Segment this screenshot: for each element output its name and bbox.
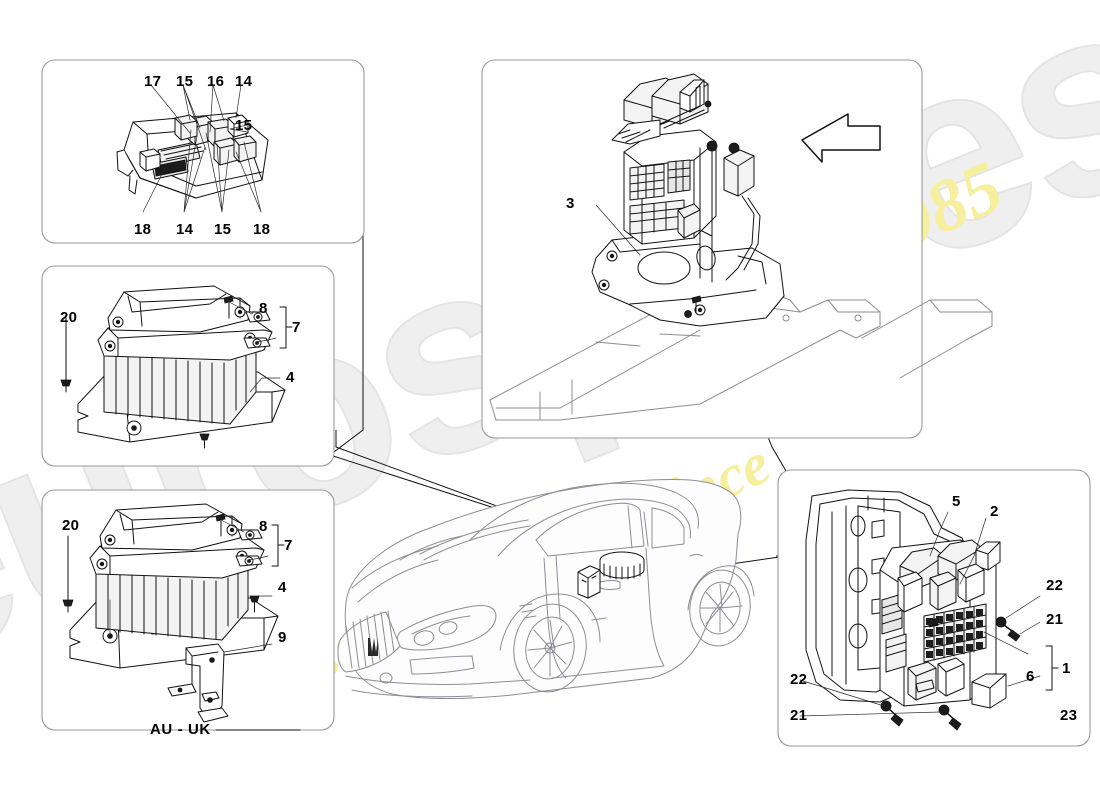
dashboard-fusebox-assembly [879, 539, 1007, 709]
screw-23 [938, 704, 962, 731]
dashboard-fusebox-panel [777, 469, 1091, 747]
callout-8-std: 8 [259, 300, 268, 317]
door-fusebox-marker [577, 565, 601, 599]
engine-fuse-block [611, 100, 761, 318]
callout-15-bottom: 15 [214, 221, 232, 238]
callout-22-upper: 22 [1046, 577, 1064, 594]
callout-4-std: 4 [286, 369, 295, 386]
callout-6: 6 [1026, 668, 1035, 685]
direction-arrow [801, 113, 881, 163]
callout-3: 3 [566, 195, 575, 212]
callout-2: 2 [990, 503, 999, 520]
fusebox-bracket-3 [591, 229, 785, 327]
bracket-7-std [279, 306, 293, 349]
callout-14-top: 14 [235, 73, 253, 90]
bracket-9-part [167, 643, 229, 723]
ecu-module-illustration-standard [60, 285, 286, 449]
callout-15-right: 15 [235, 117, 253, 134]
bracket-1-dash [1045, 645, 1059, 691]
callout-7-auuk: 7 [284, 537, 293, 554]
relay-box-detail-panel [41, 59, 365, 244]
relay-callout-leaders [142, 84, 262, 213]
ecu-module-au-uk-panel [41, 489, 335, 731]
callout-17: 17 [144, 73, 162, 90]
ecu-module-illustration-auuk [62, 503, 279, 723]
callout-21-lower: 21 [790, 707, 808, 724]
screw-20-std [60, 317, 72, 393]
callout-9-auuk: 9 [278, 629, 287, 646]
callout-21-upper: 21 [1046, 611, 1064, 628]
callout-18-right: 18 [253, 221, 271, 238]
callout-20-std: 20 [60, 309, 78, 326]
maserati-trident-badge [368, 638, 378, 656]
callout-22-lower: 22 [790, 671, 808, 688]
screw-4-auuk [249, 595, 260, 613]
relay-part-6 [971, 673, 1007, 709]
screw-20-auuk [62, 535, 74, 613]
callout-15-top-a: 15 [176, 73, 194, 90]
ecu-module-standard-panel [41, 265, 335, 467]
variant-label-au-uk: AU - UK [150, 721, 211, 738]
callout-1: 1 [1062, 660, 1071, 677]
bracket-7-auuk [271, 524, 285, 567]
ecu-auuk-callout-leaders [109, 519, 273, 653]
fastener-set [880, 616, 1021, 731]
screw-8-auuk [215, 513, 226, 537]
callout-23: 23 [1060, 707, 1078, 724]
callout-14-bottom: 14 [176, 221, 194, 238]
callout-8-auuk: 8 [259, 518, 268, 535]
screw-22-21-upper [995, 616, 1021, 642]
ecu-std-callout-leaders [228, 301, 281, 393]
callout-20-auuk: 20 [62, 517, 80, 534]
callout-18-left: 18 [134, 221, 152, 238]
engine-bay-fusebox-panel [481, 59, 993, 439]
dash-callout-leaders [799, 511, 1041, 717]
callout-7-std: 7 [292, 319, 301, 336]
vehicle-illustration [337, 478, 755, 699]
callout-4-auuk: 4 [278, 579, 287, 596]
callout-5: 5 [952, 493, 961, 510]
hood-relay-box-marker [599, 551, 645, 580]
screw-loose-std [199, 433, 210, 449]
leader-relay-to-car [328, 235, 623, 550]
screw-8-std [223, 295, 234, 319]
leader-callout-3 [595, 204, 641, 256]
callout-16: 16 [207, 73, 225, 90]
